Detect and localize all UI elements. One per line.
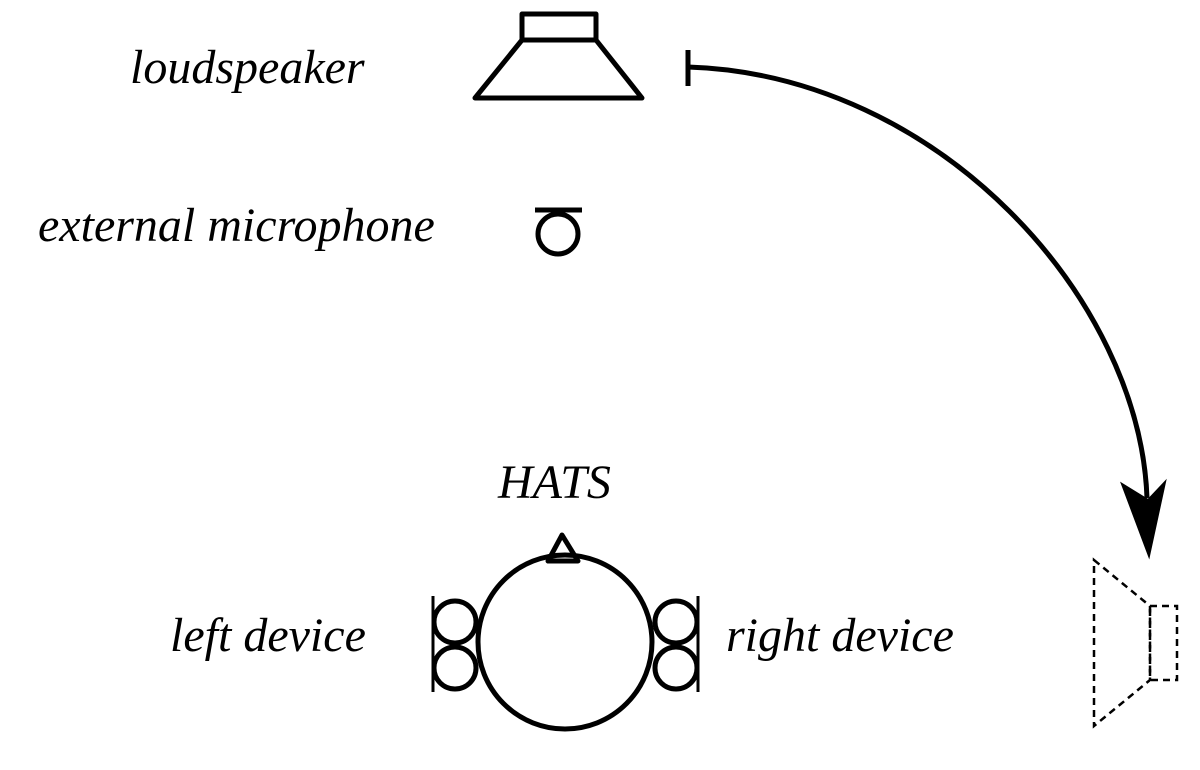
loudspeaker-icon [472, 11, 645, 101]
loudspeaker-label: loudspeaker [130, 41, 365, 94]
hats-head-icon [475, 532, 655, 732]
right-device-label: right device [726, 609, 954, 662]
hats-label: HATS [497, 456, 611, 509]
external-microphone-label: external microphone [38, 199, 435, 252]
arrowhead-icon [1120, 478, 1167, 560]
nose-icon [545, 532, 581, 564]
rotated-loudspeaker-icon [1092, 557, 1179, 729]
left-device-icon [431, 596, 479, 692]
head-circle [475, 552, 655, 732]
rotation-arc [687, 64, 1150, 499]
right-device-icon [652, 596, 700, 692]
microphone-icon [535, 207, 582, 257]
rotation-arrow [685, 50, 1167, 560]
left-device-label: left device [170, 609, 366, 662]
